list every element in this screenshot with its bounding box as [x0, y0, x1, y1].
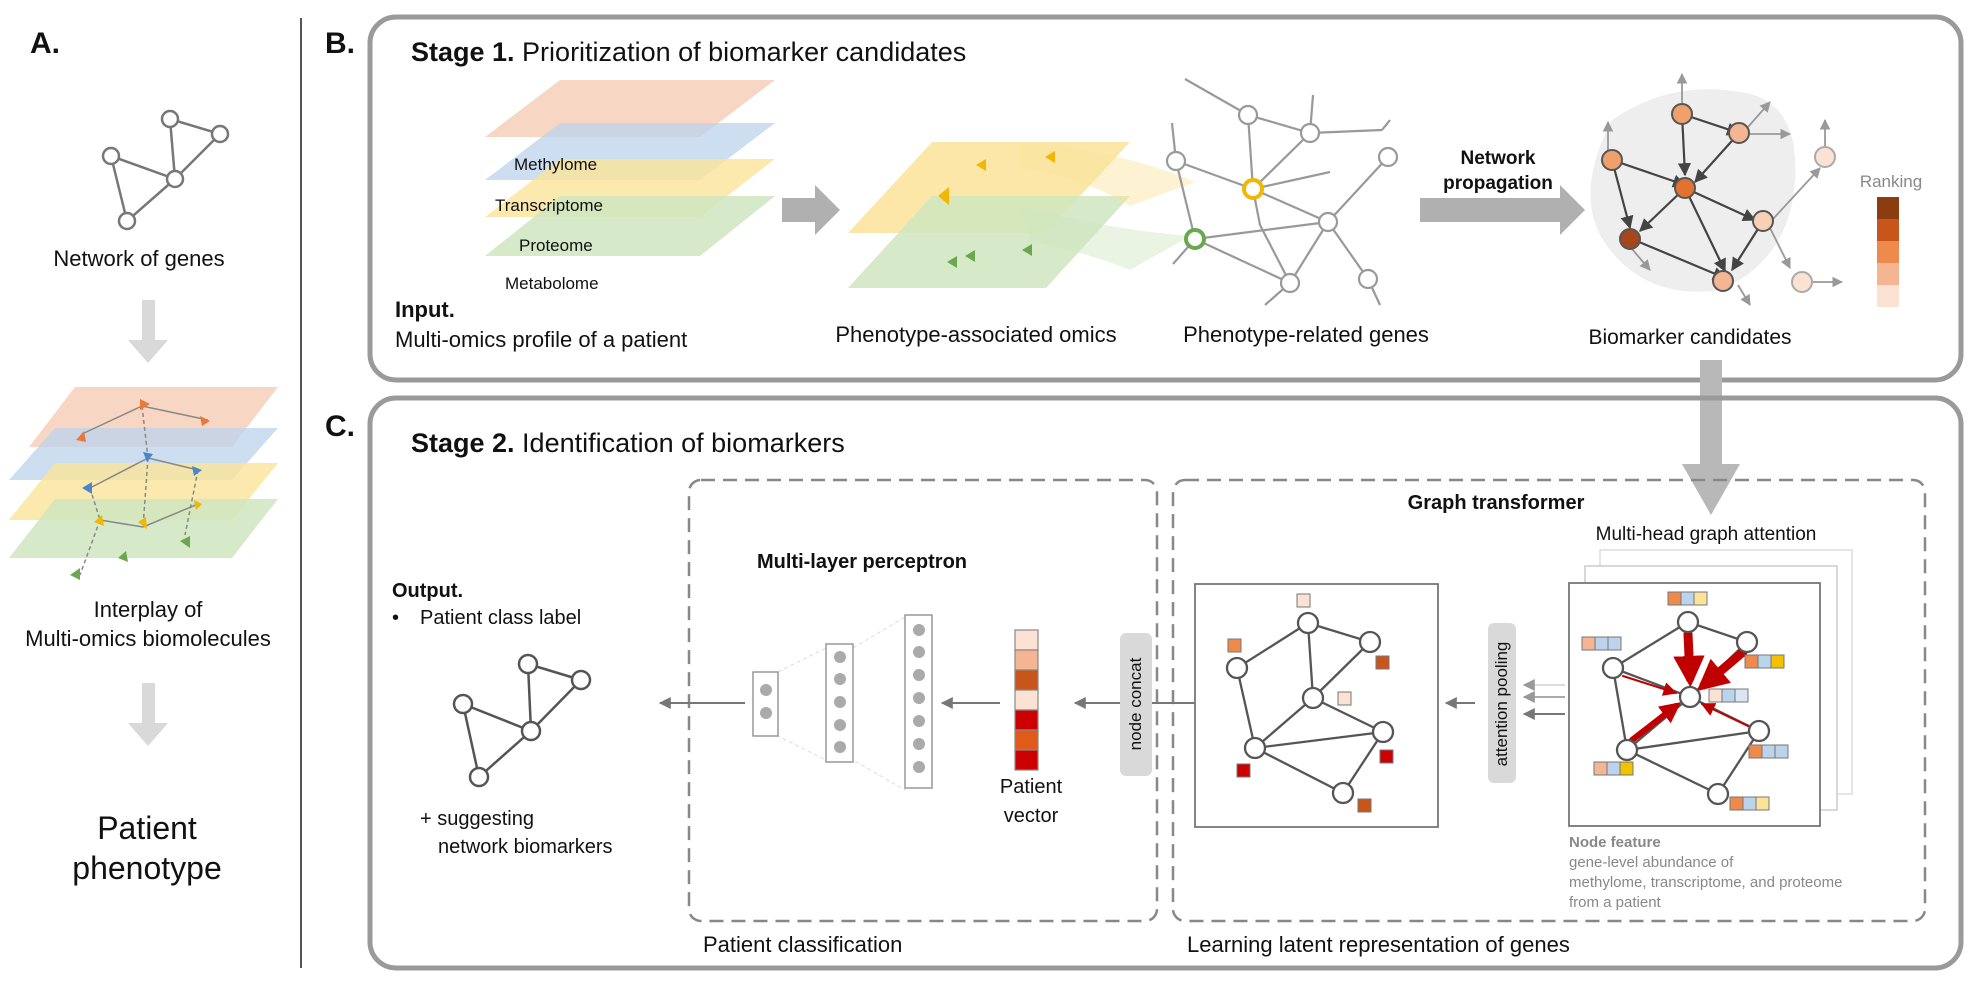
layer-label-proteome: Proteome: [519, 236, 593, 255]
stage1-rest: Prioritization of biomarker candidates: [514, 37, 967, 67]
mlp-diagram: [752, 614, 933, 791]
panel-b: [367, 14, 1964, 515]
learning-latent-label: Learning latent representation of genes: [1187, 932, 1570, 957]
layer-label-transcriptome: Transcriptome: [495, 196, 604, 215]
right-arrow-icon: [782, 185, 840, 235]
head-input-arrows: [1522, 679, 1565, 720]
input-omics-layers: [485, 80, 775, 256]
node-concat-bar: [1120, 633, 1152, 776]
network-of-genes-label: Network of genes: [53, 246, 225, 271]
stage2-bold: Stage 2.: [411, 428, 515, 458]
network-propagation-line2: propagation: [1443, 173, 1553, 194]
node-feature-line1: gene-level abundance of: [1569, 854, 1734, 871]
biomarker-candidates-label: Biomarker candidates: [1588, 326, 1792, 349]
multihead-label: Multi-head graph attention: [1595, 524, 1817, 545]
stage-transition-arrow: [1682, 360, 1740, 515]
biomarker-candidates-network: [1590, 72, 1844, 306]
patient-classification-label: Patient classification: [703, 932, 903, 957]
stage2-frame: [367, 395, 1964, 971]
mlp-box: [687, 478, 1159, 923]
input-description: Multi-omics profile of a patient: [395, 327, 688, 352]
network-propagation-arrow: [1420, 185, 1585, 235]
panel-a: [9, 18, 302, 968]
panel-c: [367, 395, 1964, 971]
ranking-label: Ranking: [1859, 172, 1923, 191]
graph-transformer-title: Graph transformer: [1407, 492, 1585, 514]
node-feature-line3: from a patient: [1569, 894, 1661, 911]
interplay-label-line2: Multi-omics biomolecules: [25, 626, 271, 651]
omics-layers-stack: [9, 387, 278, 580]
multiomics-node-features: [1581, 591, 1789, 811]
node-concat-label: node concat: [1126, 657, 1145, 751]
output-bullet: •: [392, 607, 400, 629]
layer-label-methylome: Methylome: [514, 155, 598, 174]
panel-c-letter: C.: [325, 410, 355, 443]
input-label: Input.: [395, 297, 455, 322]
stage1-bold: Stage 1.: [411, 37, 515, 67]
node-feature-title: Node feature: [1569, 834, 1661, 851]
phenotype-genes-label: Phenotype-related genes: [1183, 322, 1429, 347]
panel-a-letter: A.: [30, 27, 60, 60]
patient-phenotype-line2: phenotype: [72, 850, 222, 886]
stage2-rest: Identification of biomarkers: [514, 428, 845, 458]
node-feature-line2: methylome, transcriptome, and proteome: [1569, 874, 1843, 891]
attention-pooling-bar: [1488, 623, 1516, 783]
output-network-icon: [452, 653, 592, 788]
output-item: Patient class label: [420, 607, 582, 629]
stage2-title: Stage 2. Identification of biomarkers: [411, 428, 845, 459]
patient-vector-line1: Patient: [999, 776, 1063, 798]
down-arrow-icon: [128, 683, 168, 746]
attention-weights: [1622, 629, 1751, 743]
suggest-line1: + suggesting: [420, 808, 534, 830]
attention-nodes: [1601, 610, 1771, 806]
aggregated-graph: [1225, 611, 1395, 805]
panel-b-letter: B.: [325, 27, 355, 60]
stage1-title: Stage 1. Prioritization of biomarker can…: [411, 37, 966, 68]
gene-network-icon: [101, 109, 230, 231]
graph-transformer-box: [1171, 478, 1927, 923]
down-arrow-icon: [128, 300, 168, 363]
patient-phenotype-line1: Patient: [97, 810, 197, 846]
mlp-title: Multi-layer perceptron: [756, 551, 968, 573]
phenotype-gene-network: [1165, 78, 1399, 306]
ranking-legend: [1877, 197, 1899, 307]
aggregated-node-features: [1227, 593, 1394, 813]
output-label: Output.: [392, 580, 464, 602]
stage1-frame: [367, 14, 1964, 383]
suggest-line2: network biomarkers: [438, 836, 613, 858]
patient-vector-line2: vector: [1003, 805, 1059, 827]
phenotype-omics-label: Phenotype-associated omics: [835, 322, 1117, 347]
phenotype-omics-layers: [848, 142, 1195, 288]
patient-vector: [1014, 629, 1039, 771]
layer-label-metabolome: Metabolome: [505, 274, 599, 293]
network-propagation-line1: Network: [1460, 148, 1536, 169]
attention-pooling-label: attention pooling: [1492, 641, 1511, 767]
interplay-label-line1: Interplay of: [93, 597, 203, 622]
